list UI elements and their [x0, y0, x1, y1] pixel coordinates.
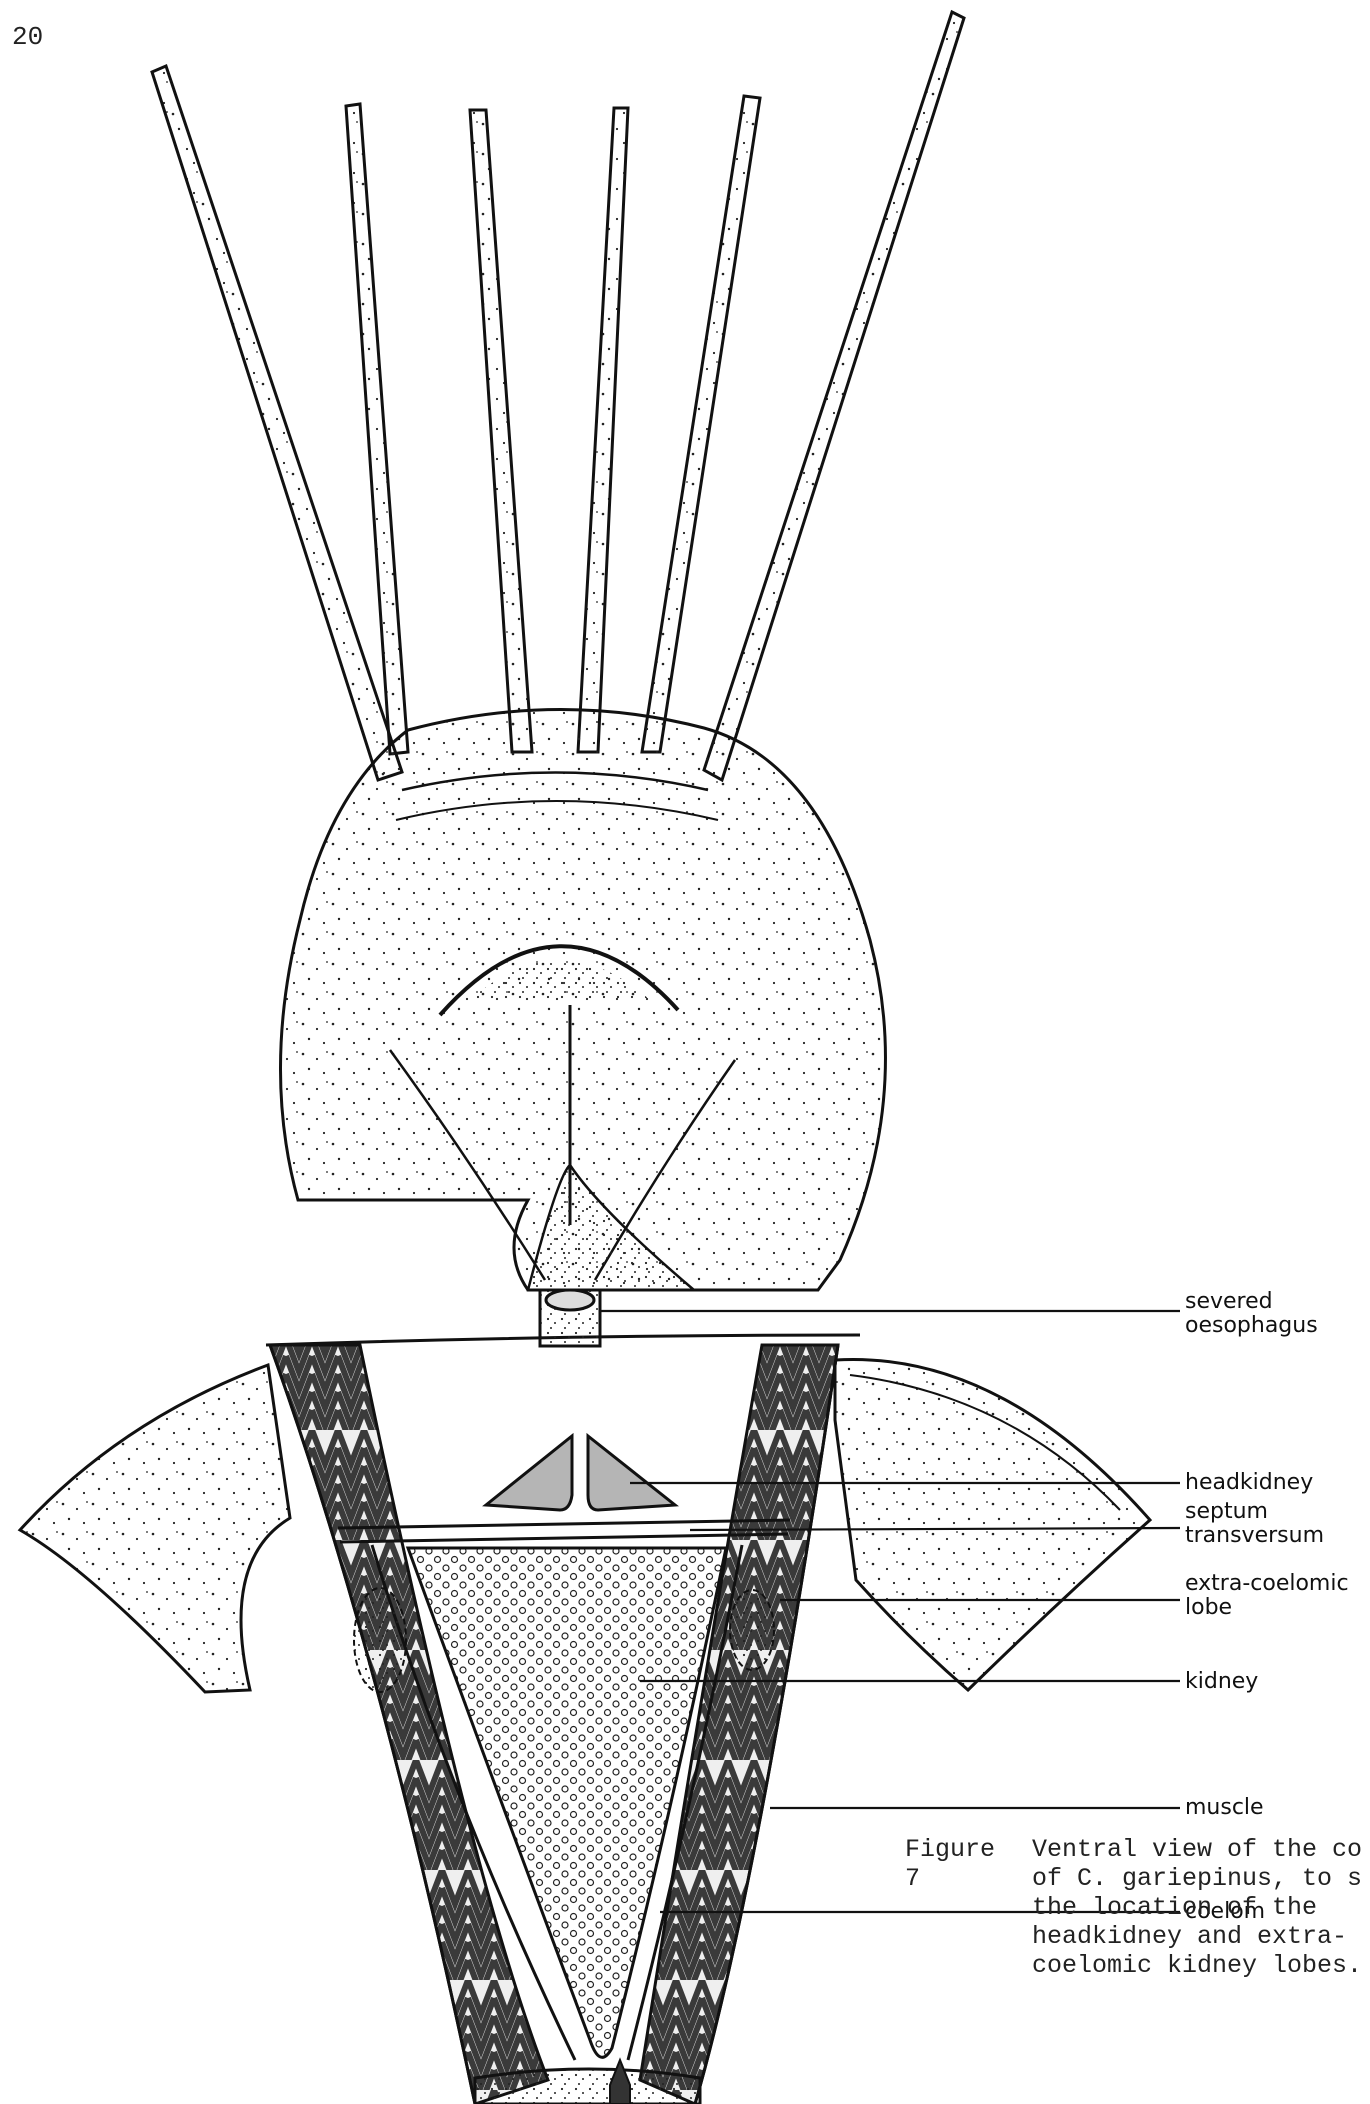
head: [266, 709, 885, 1345]
label-muscle: muscle: [1185, 1796, 1264, 1820]
septum-transversum-shape: [338, 1520, 790, 1542]
figure-number: Figure 7: [905, 1835, 1015, 1893]
label-headkidney: headkidney: [1185, 1471, 1313, 1495]
label-severed-oesophagus: severed oesophagus: [1185, 1290, 1318, 1338]
label-kidney: kidney: [1185, 1670, 1258, 1694]
figure-caption: Ventral view of the co of C. gariepinus,…: [1032, 1835, 1368, 1980]
severed-oesophagus-shape: [540, 1290, 600, 1346]
right-pectoral-fin: [835, 1359, 1150, 1690]
label-septum-transversum: septum transversum: [1185, 1500, 1324, 1548]
label-extra-coelomic-lobe: extra-coelomic lobe: [1185, 1572, 1349, 1620]
headkidney-shape: [486, 1436, 675, 1510]
left-pectoral-fin: [20, 1365, 290, 1692]
barbels: [152, 12, 964, 780]
